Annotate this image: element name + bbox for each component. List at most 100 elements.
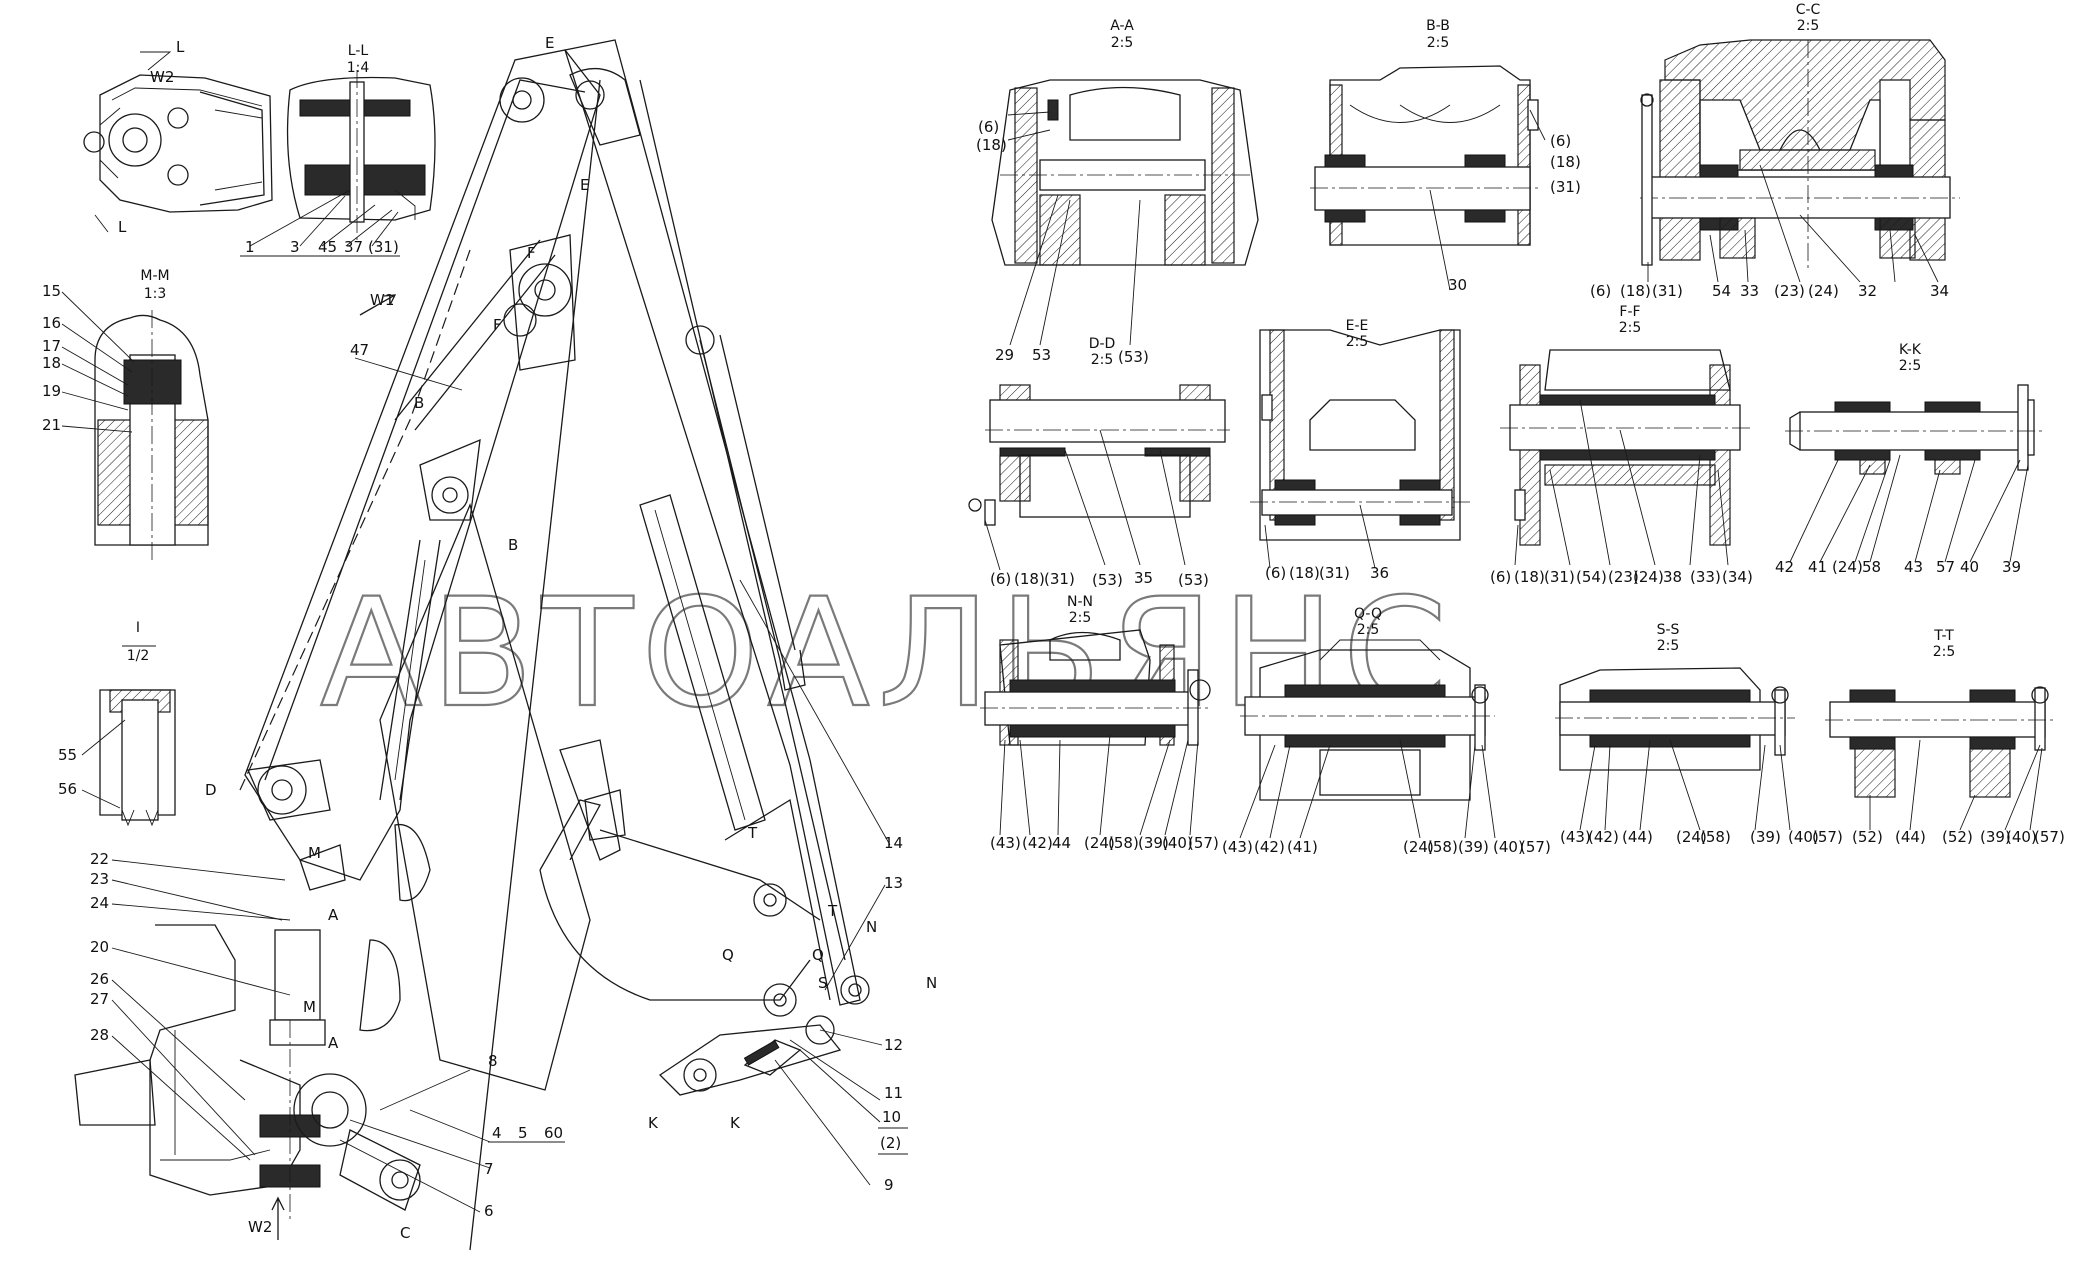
- view-mm: M-M 1:3 15 16 17 18 19 21: [42, 268, 209, 560]
- section-dd: D-D 2:5 (6) (18) (31) (53) 35 (53): [968, 336, 1230, 589]
- mark-f-mid: F: [493, 316, 502, 334]
- callout-ff-34: (34): [1722, 568, 1753, 586]
- section-kk-scale: 2:5: [1899, 358, 1922, 374]
- callout-aa-29: 29: [995, 346, 1014, 364]
- section-aa: A-A 2:5 (6) (18) 29 53 (53): [976, 18, 1259, 366]
- mark-k-right: K: [730, 1114, 741, 1132]
- callout-nn-40: (40): [1162, 834, 1193, 852]
- main-callouts-bottom: 8 4 5 60 7 6 9 10 (2) 11 12 13 14 47: [339, 341, 908, 1220]
- callout-nn-44: 44: [1052, 834, 1071, 852]
- callout-11: 11: [884, 1084, 903, 1102]
- mark-d-left: D: [205, 781, 217, 799]
- mark-a-bot: A: [328, 1034, 339, 1052]
- callout-kk-57: 57: [1936, 558, 1955, 576]
- view-mm-scale: 1:3: [144, 286, 167, 302]
- section-ee-title: E-E: [1346, 318, 1369, 334]
- callout-kk-43: 43: [1904, 558, 1923, 576]
- callout-mm-17: 17: [42, 337, 61, 355]
- view-mm-title: M-M: [140, 268, 169, 284]
- mark-f-top: F: [527, 244, 536, 262]
- callout-nn-43: (43): [990, 834, 1021, 852]
- callout-60: 60: [544, 1124, 563, 1142]
- section-cc: C-C 2:5 54 33 (23) (24) 32 34 (6) (18) (: [1590, 2, 1960, 300]
- callout-ss-39: (39): [1750, 828, 1781, 846]
- callout-mm-19: 19: [42, 382, 61, 400]
- callout-28: 28: [90, 1026, 109, 1044]
- callout-ff-33: (33): [1690, 568, 1721, 586]
- mark-q-right: Q: [812, 946, 824, 964]
- callout-qq-43: (43): [1222, 838, 1253, 856]
- callout-tt-57: (57): [2034, 828, 2065, 846]
- section-bb-scale: 2:5: [1427, 35, 1450, 51]
- callout-qq-40: (40): [1493, 838, 1524, 856]
- callout-ff-23: (23): [1608, 568, 1639, 586]
- callout-kk-58: 58: [1862, 558, 1881, 576]
- callout-20: 20: [90, 938, 109, 956]
- callout-mm-16: 16: [42, 314, 61, 332]
- view-ll-title: L-L: [348, 43, 369, 59]
- callout-cc-34: 34: [1930, 282, 1949, 300]
- callout-tt-44: (44): [1895, 828, 1926, 846]
- callout-qq-39: (39): [1458, 838, 1489, 856]
- callout-8: 8: [488, 1052, 498, 1070]
- callout-kk-41: 41: [1808, 558, 1827, 576]
- callout-aa-53: 53: [1032, 346, 1051, 364]
- callout-i-56: 56: [58, 780, 77, 798]
- callout-27: 27: [90, 990, 109, 1008]
- mark-c-bot: C: [400, 1224, 410, 1242]
- mark-w1: W1: [370, 291, 394, 309]
- mark-e-mid: E: [580, 176, 589, 194]
- mark-n-right: N: [926, 974, 937, 992]
- callout-ee-31: (31): [1319, 564, 1350, 582]
- callout-ll-3: 3: [290, 238, 300, 256]
- callout-kk-24: (24): [1832, 558, 1863, 576]
- callout-6: 6: [484, 1202, 494, 1220]
- view-ll: L-L 1:4 1 3 45 37 (31): [240, 43, 436, 257]
- mark-m-bot: M: [303, 998, 316, 1016]
- callout-i-55: 55: [58, 746, 77, 764]
- main-section-marks: E E F F W1 B B D M M A A C K K Q Q S T T…: [205, 34, 937, 1242]
- section-dd-title: D-D: [1089, 336, 1116, 352]
- section-ff-title: F-F: [1619, 304, 1640, 320]
- callout-tt-39: (39): [1980, 828, 2011, 846]
- callout-dd-6: (6): [990, 570, 1011, 588]
- section-nn: N-N 2:5 (43) (42) 44 (24) (58) (39) (40)…: [980, 594, 1219, 852]
- callout-qq-42: (42): [1254, 838, 1285, 856]
- callout-nn-24: (24): [1084, 834, 1115, 852]
- callout-bb-30: 30: [1448, 276, 1467, 294]
- callout-ff-31: (31): [1544, 568, 1575, 586]
- callout-12: 12: [884, 1036, 903, 1054]
- callout-ss-57: (57): [1812, 828, 1843, 846]
- callout-ff-54: (54): [1576, 568, 1607, 586]
- main-callouts-left: 22 23 24 20 26 27 28: [90, 850, 291, 1161]
- callout-nn-39: (39): [1138, 834, 1169, 852]
- callout-qq-58: (58): [1427, 838, 1458, 856]
- section-bb: B-B 2:5 (6) (18) (31) 30: [1310, 18, 1581, 294]
- callout-dd-35: 35: [1134, 569, 1153, 587]
- section-aa-title: A-A: [1110, 18, 1134, 34]
- section-ff: F-F 2:5 (6) (18) (31) (54) (23) (24) 38 …: [1490, 304, 1753, 586]
- section-kk-title: K-K: [1899, 342, 1922, 358]
- callout-nn-58: (58): [1108, 834, 1139, 852]
- section-qq: Q-Q 2:5 (43) (42) (41) (24) (58) (39) (4…: [1222, 606, 1551, 856]
- main-boom-assembly: W2: [74, 39, 870, 1251]
- section-dd-scale: 2:5: [1091, 352, 1114, 368]
- section-aa-scale: 2:5: [1111, 35, 1134, 51]
- view-ll-scale: 1:4: [347, 60, 370, 76]
- callout-mm-18: 18: [42, 354, 61, 372]
- callout-ff-38: 38: [1663, 568, 1682, 586]
- section-tt-scale: 2:5: [1933, 644, 1956, 660]
- callout-cc-33: 33: [1740, 282, 1759, 300]
- callout-5: 5: [518, 1124, 528, 1142]
- callout-10: 10: [882, 1108, 901, 1126]
- mark-t-top: T: [747, 824, 758, 842]
- callout-cc-18: (18): [1620, 282, 1651, 300]
- callout-ff-18: (18): [1514, 568, 1545, 586]
- callout-tt-52: (52): [1852, 828, 1883, 846]
- callout-ll-45: 45: [318, 238, 337, 256]
- callout-ss-42: (42): [1588, 828, 1619, 846]
- callout-aa-6: (6): [978, 118, 999, 136]
- callout-bb-31: (31): [1550, 178, 1581, 196]
- callout-ff-24: (24): [1633, 568, 1664, 586]
- callout-kk-42: 42: [1775, 558, 1794, 576]
